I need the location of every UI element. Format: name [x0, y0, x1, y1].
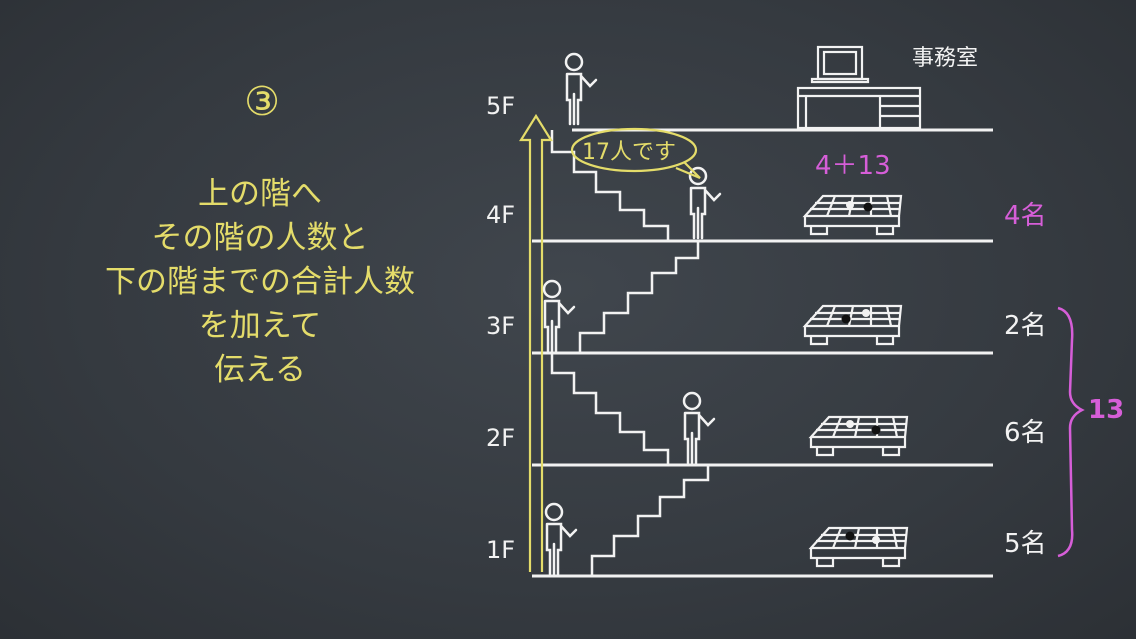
count-4f: 4名 [1004, 201, 1047, 231]
go-board-icon-2f [809, 415, 909, 457]
instruction-line-1: 上の階へ [198, 176, 322, 212]
office-label: 事務室 [912, 46, 979, 71]
floor-label-4f: 4F [486, 201, 516, 229]
go-board-icon-4f [803, 194, 903, 236]
instruction-line-4: を加えて [198, 308, 322, 344]
step-number: ③ [244, 79, 280, 125]
go-board-icon-3f [803, 304, 903, 346]
speech-bubble-text: 17人です [582, 140, 676, 165]
instruction-line-2: その階の人数と [151, 220, 369, 256]
floor-label-5f: 5F [486, 92, 516, 120]
count-3f: 2名 [1004, 311, 1047, 341]
person-icon-4f [688, 166, 722, 240]
person-icon-3f [542, 279, 576, 353]
floor-lines [532, 128, 993, 578]
sum-label: 4＋13 [815, 151, 891, 181]
floor-label-2f: 2F [486, 424, 516, 452]
count-1f: 5名 [1004, 529, 1047, 559]
instruction-line-5: 伝える [213, 352, 307, 388]
brace-total: 13 [1088, 395, 1125, 425]
brace-icon [1057, 306, 1085, 558]
instruction-line-3: 下の階までの合計人数 [105, 264, 415, 300]
person-icon-1f [544, 502, 578, 576]
count-2f: 6名 [1004, 418, 1047, 448]
speech-bubble-icon [570, 127, 701, 180]
go-board-icon-1f [809, 526, 909, 568]
instructions: 上の階へ その階の人数と 下の階までの合計人数 を加えて 伝える [60, 172, 460, 392]
person-icon-2f [682, 391, 716, 465]
floor-label-3f: 3F [486, 312, 516, 340]
up-arrow-icon [519, 113, 553, 572]
floor-label-1f: 1F [486, 536, 516, 564]
person-icon-5f [564, 52, 598, 126]
stairs-icon [550, 130, 710, 576]
computer-desk-icon [796, 45, 922, 130]
